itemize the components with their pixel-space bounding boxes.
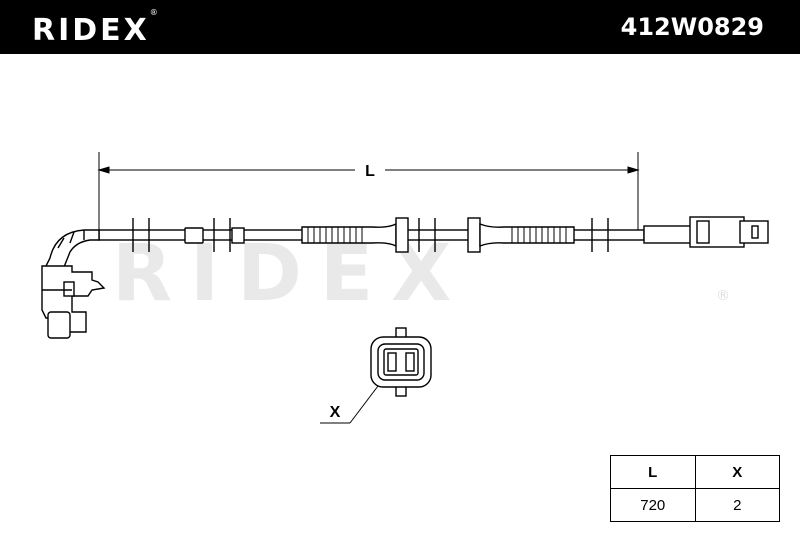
connector-label: X bbox=[330, 404, 341, 421]
spec-value-x: 2 bbox=[694, 488, 780, 522]
connector-face-view bbox=[370, 327, 432, 397]
spec-value-l: 720 bbox=[610, 488, 696, 522]
length-dimension bbox=[97, 152, 640, 232]
grommet-ribs bbox=[307, 227, 567, 243]
spec-header-l: L bbox=[610, 455, 696, 489]
spec-table-value-row: 720 2 bbox=[610, 488, 780, 522]
watermark-logo: RIDEX bbox=[112, 229, 469, 319]
spec-table-header-row: L X bbox=[610, 455, 780, 489]
brand-logo: RIDEX® bbox=[32, 8, 158, 48]
watermark-registered-mark: ® bbox=[716, 288, 730, 304]
length-label: L bbox=[365, 163, 375, 180]
connector-leader bbox=[320, 385, 379, 424]
spec-table: L X 720 2 bbox=[610, 455, 780, 522]
spec-header-x: X bbox=[694, 455, 780, 489]
part-number: 412W0829 bbox=[620, 13, 764, 41]
registered-mark: ® bbox=[149, 8, 158, 17]
header-bar: RIDEX® 412W0829 bbox=[0, 0, 800, 54]
brand-name: RIDEX bbox=[32, 13, 150, 48]
sensor-cable bbox=[41, 216, 769, 339]
technical-drawing: RIDEX ® L bbox=[41, 152, 769, 424]
